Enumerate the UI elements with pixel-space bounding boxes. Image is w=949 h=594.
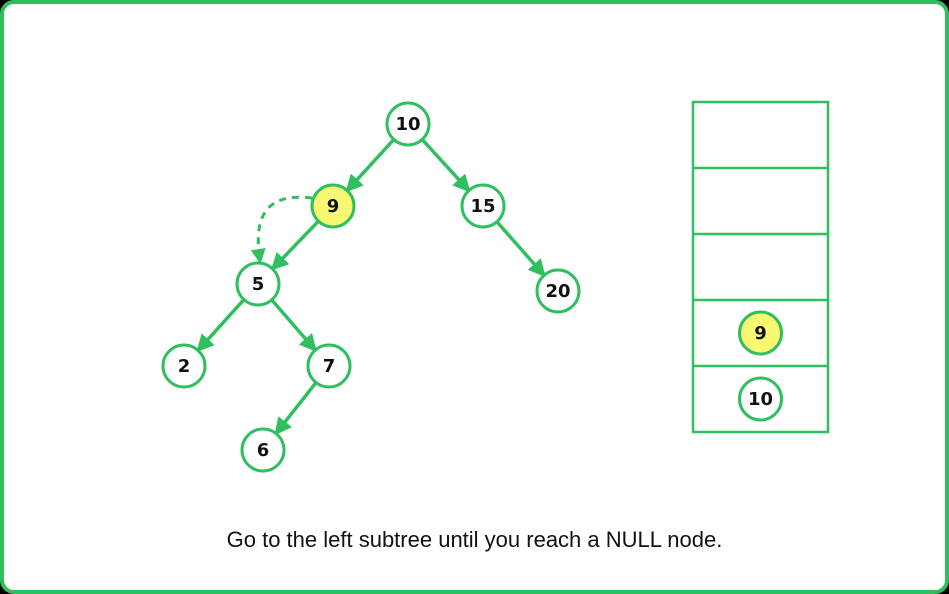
traversal-hint-arrow: [250, 195, 313, 264]
node-label: 9: [327, 196, 340, 217]
tree-node-9: 9: [310, 183, 356, 229]
node-label: 10: [395, 114, 420, 135]
stack-item-circle: [738, 376, 783, 422]
tree-node-2: 2: [161, 343, 207, 389]
node-circle: [385, 101, 431, 147]
caption-text: Go to the left subtree until you reach a…: [226, 527, 723, 552]
edge-n15-n20: [496, 221, 546, 278]
tree-edges: [196, 139, 546, 436]
node-label: 2: [178, 356, 191, 377]
node-label: 15: [470, 196, 495, 217]
tree-node-10: 10: [385, 101, 431, 147]
node-label: 6: [257, 440, 270, 461]
tree-node-6: 6: [240, 427, 286, 473]
edge-n10-n9: [345, 139, 395, 193]
edge-n5-n2: [196, 299, 245, 353]
stack-item-label: 9: [754, 323, 767, 344]
tree-node-7: 7: [306, 343, 352, 389]
node-circle: [310, 183, 356, 229]
node-label: 20: [545, 281, 570, 302]
node-circle: [460, 183, 506, 229]
stack-item-9: 9: [738, 310, 783, 356]
node-circle: [535, 268, 581, 314]
edge-n9-n5: [270, 220, 320, 271]
node-circle: [235, 261, 281, 307]
tree-node-5: 5: [235, 261, 281, 307]
stack: 10 9: [691, 100, 830, 434]
node-label: 5: [252, 274, 265, 295]
stack-item-circle: [738, 310, 783, 356]
stack-item-label: 10: [748, 389, 773, 410]
edge-n10-n15: [421, 139, 471, 193]
tree-node-20: 20: [535, 268, 581, 314]
tree-node-15: 15: [460, 183, 506, 229]
node-circle: [161, 343, 207, 389]
edge-n7-n6: [274, 382, 317, 436]
tree-nodes: 10 9 15 5 20 2 7 6: [161, 101, 581, 473]
stack-item-10: 10: [738, 376, 783, 422]
node-label: 7: [323, 356, 336, 377]
node-circle: [240, 427, 286, 473]
node-circle: [306, 343, 352, 389]
edge-n5-n7: [271, 299, 317, 353]
